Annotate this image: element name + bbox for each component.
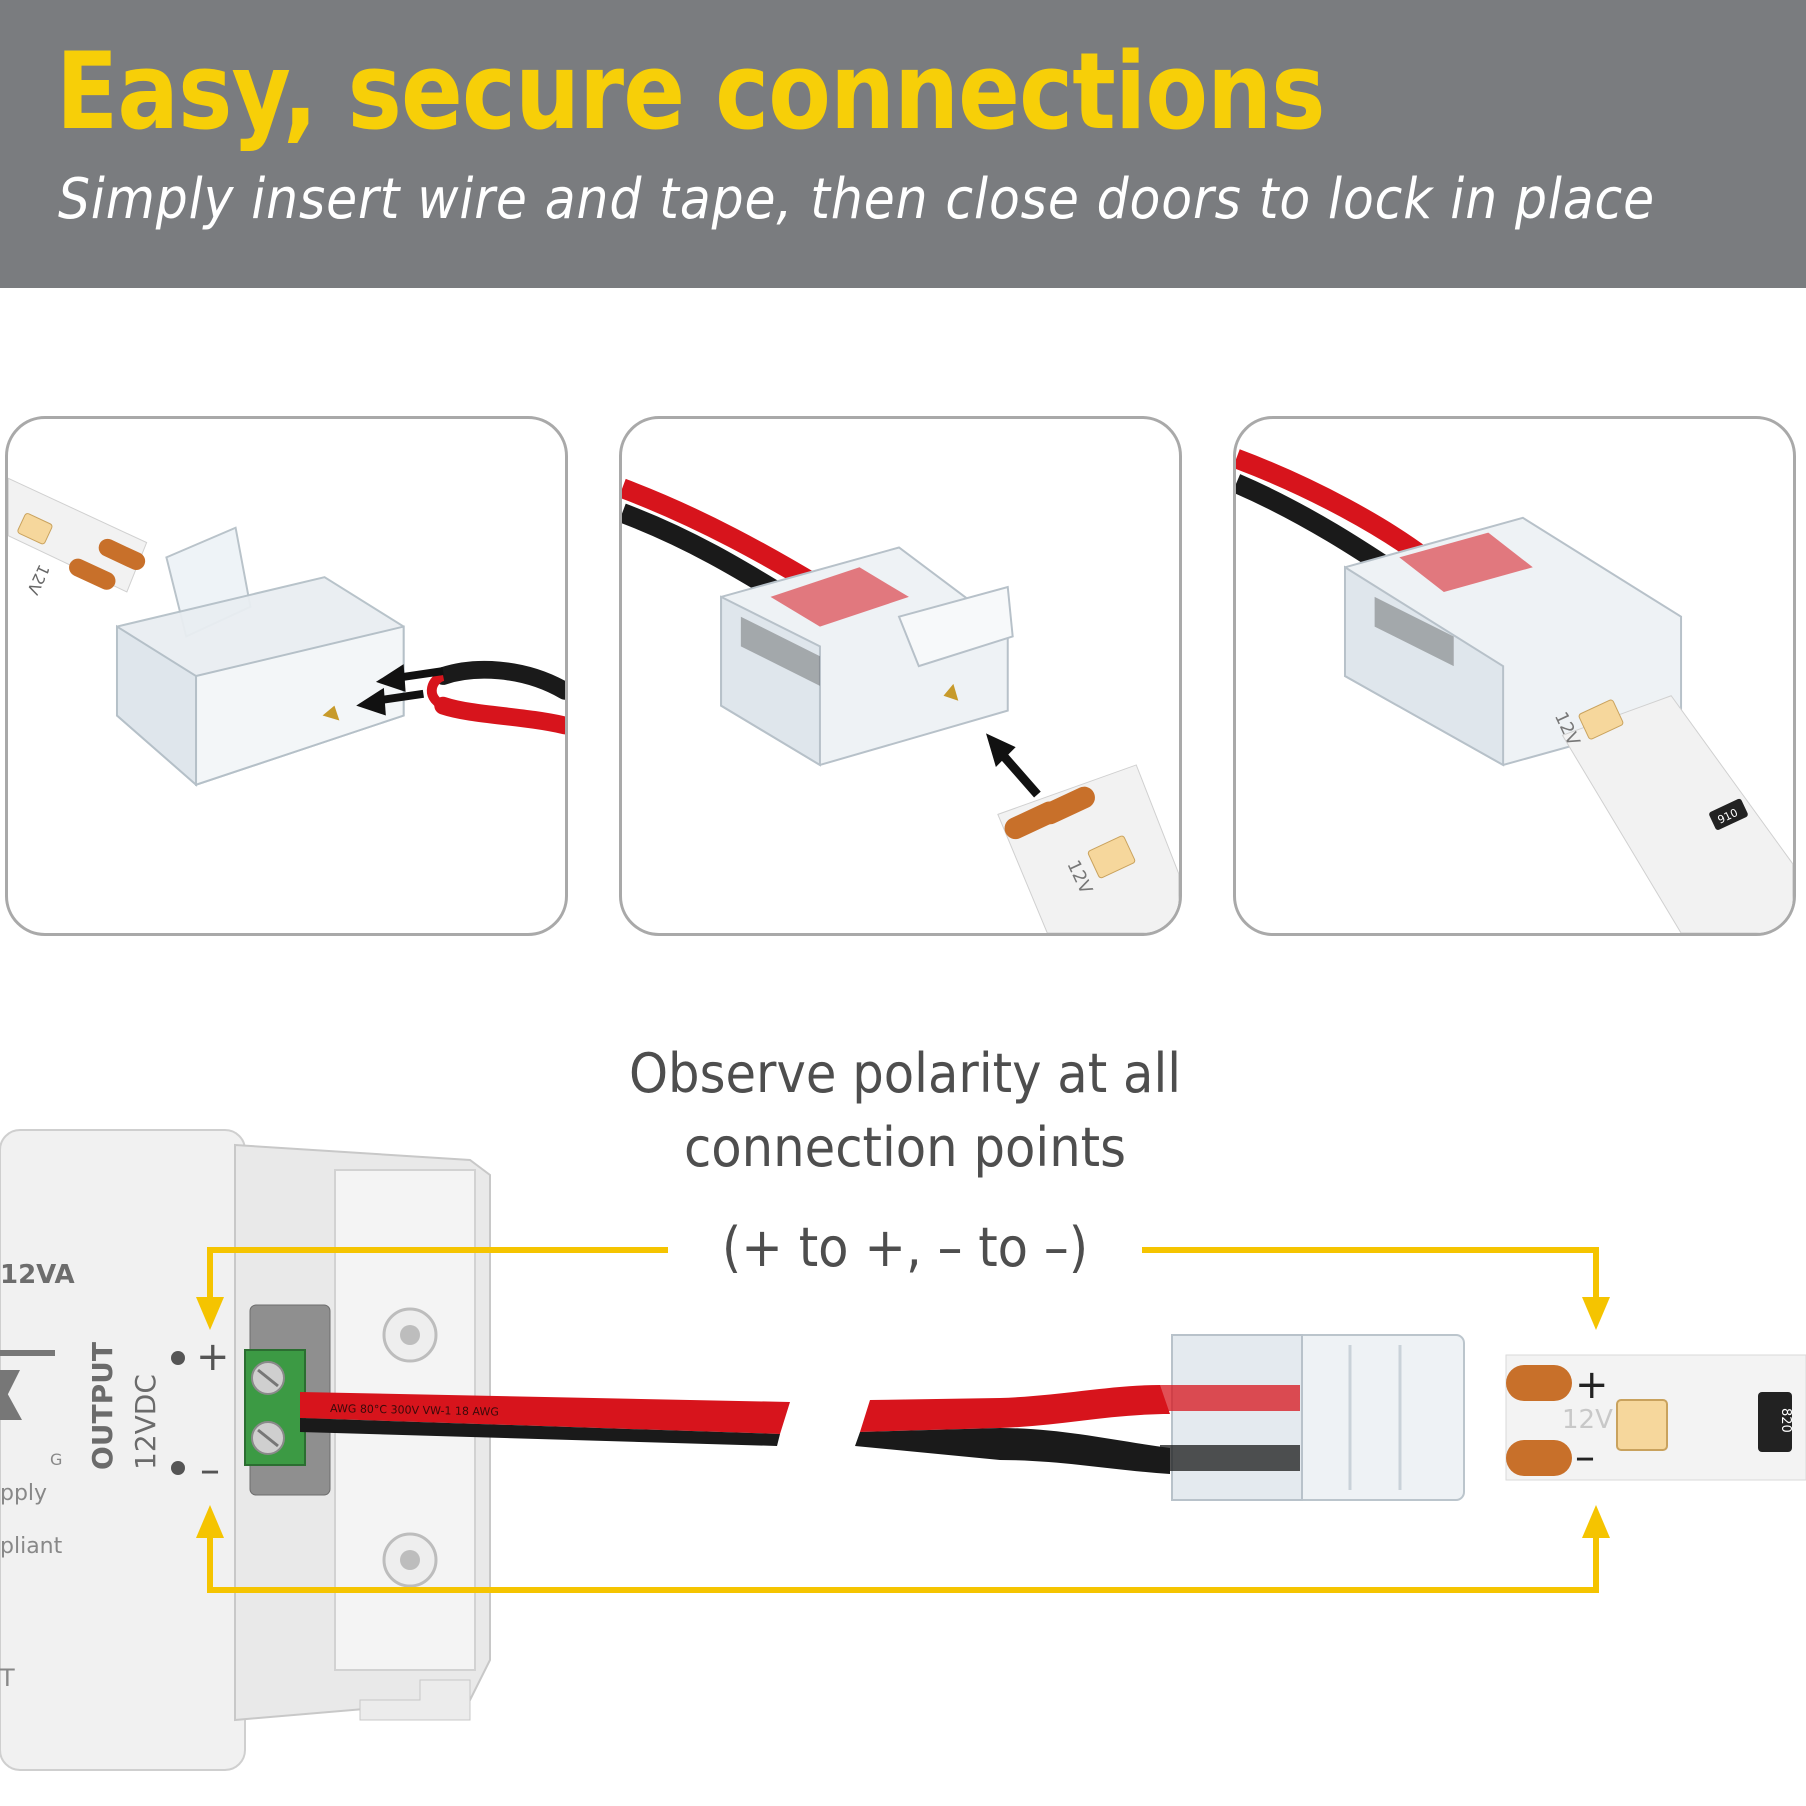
led-chip xyxy=(17,513,53,545)
copper-pad-plus xyxy=(1506,1365,1572,1401)
polarity-note-line-2: connection points xyxy=(683,1116,1127,1179)
arrowheads xyxy=(196,1297,1610,1538)
page-subtitle: Simply insert wire and tape, then close … xyxy=(58,167,1656,232)
power-supply: 12VA pply pliant G T OUTPUT 12VDC + – xyxy=(0,1129,491,1771)
polarity-note-line-1: Observe polarity at all xyxy=(628,1042,1182,1105)
supply-text-fragment: pliant xyxy=(0,1534,63,1559)
supply-rating: 12VA xyxy=(0,1260,75,1290)
arrowhead-icon xyxy=(196,1297,224,1330)
copper-pad xyxy=(69,558,116,590)
header-banner: Easy, secure connections Simply insert w… xyxy=(0,0,1806,288)
led-tape-strip: 12V xyxy=(997,764,1179,933)
supply-minus-symbol: – xyxy=(200,1447,220,1493)
led-tape-end: + – 12V 820 xyxy=(1505,1354,1806,1481)
minus-arrow-loop xyxy=(207,1535,1599,1593)
logo-fragment xyxy=(0,1380,22,1420)
output-voltage-label: 12VDC xyxy=(129,1374,162,1470)
clip-connector xyxy=(720,546,1014,767)
page-title: Easy, secure connections xyxy=(56,30,1325,153)
supply-plus-symbol: + xyxy=(196,1334,230,1380)
step-2-illustration: 12V xyxy=(622,478,1179,933)
wire-pair: AWG 80°C 300V VW-1 18 AWG xyxy=(300,1385,1170,1474)
tape-voltage-label: 12V xyxy=(23,562,53,598)
insert-arrow xyxy=(986,733,1041,798)
step-3-illustration: 910 12V xyxy=(1236,449,1793,933)
copper-pad xyxy=(1039,786,1095,825)
wiring-diagram: 12VA pply pliant G T OUTPUT 12VDC + – AW… xyxy=(0,1129,1806,1771)
inline-clip-connector xyxy=(1160,1334,1465,1501)
led-chip xyxy=(1578,699,1624,740)
wire-pair xyxy=(426,660,565,735)
led-tape-strip: 12V xyxy=(8,477,148,598)
arrowhead-icon xyxy=(196,1505,224,1538)
tape-plus-symbol: + xyxy=(1575,1362,1609,1408)
led-chip xyxy=(1616,1399,1668,1451)
insert-arrow xyxy=(356,664,444,716)
copper-pad-minus xyxy=(1506,1440,1572,1476)
step-1-panel: 12V xyxy=(5,416,568,936)
tape-minus-symbol: – xyxy=(1575,1434,1595,1480)
resistor-code: 820 xyxy=(1778,1408,1793,1433)
plus-arrow-left xyxy=(207,1247,668,1300)
logo-fragment xyxy=(0,1350,55,1356)
wire-print: AWG 80°C 300V VW-1 18 AWG xyxy=(330,1402,499,1419)
supply-text-fragment: G xyxy=(50,1450,62,1469)
clip-connector xyxy=(115,526,405,787)
resistor xyxy=(1758,1392,1792,1452)
led-tape-strip: 910 12V xyxy=(1550,695,1793,933)
polarity-arrows xyxy=(207,1247,1599,1593)
step-3-panel: 910 12V xyxy=(1233,416,1796,936)
step-2-panel: 12V xyxy=(619,416,1182,936)
step-1-illustration: 12V xyxy=(8,477,565,787)
led-chip xyxy=(1087,835,1136,879)
plus-arrow-right xyxy=(1142,1247,1599,1300)
tape-voltage-label: 12V xyxy=(1562,1405,1613,1435)
arrowhead-icon xyxy=(1582,1505,1610,1538)
supply-text-fragment: T xyxy=(0,1664,15,1692)
arrowhead-icon xyxy=(1582,1297,1610,1330)
copper-pad xyxy=(98,538,146,570)
output-label: OUTPUT xyxy=(86,1342,119,1470)
supply-text-fragment: pply xyxy=(0,1481,47,1506)
polarity-note-line-3: (+ to +, – to –) xyxy=(721,1216,1089,1279)
resistor xyxy=(1709,798,1748,830)
